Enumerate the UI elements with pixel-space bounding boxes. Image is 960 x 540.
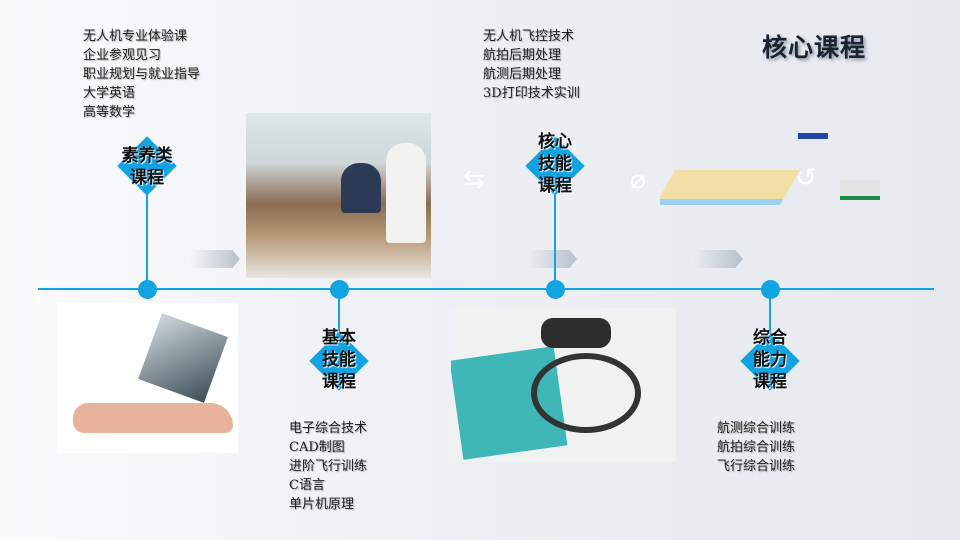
swap-icon: ⇆ <box>463 165 485 195</box>
connector-line <box>554 195 556 288</box>
course-item: 无人机飞控技术 <box>483 29 575 44</box>
course-item: 无人机专业体验课 <box>83 29 188 44</box>
course-item: 单片机原理 <box>289 497 355 512</box>
label-line: 课程 <box>538 176 572 196</box>
label-line: 课程 <box>322 372 356 392</box>
timeline-node <box>138 280 157 299</box>
course-item: 航拍后期处理 <box>483 48 562 63</box>
course-item: 大学英语 <box>83 86 136 101</box>
label-line: 基本 <box>322 328 356 348</box>
course-item: 高等数学 <box>83 105 136 120</box>
course-item: 航测综合训练 <box>717 421 796 436</box>
course-item: 飞行综合训练 <box>717 459 796 474</box>
history-icon: ↺ <box>795 163 817 193</box>
stage3-label: 核心 技能 课程 <box>510 131 600 197</box>
arrow-chevron <box>190 250 240 268</box>
arrow-chevron <box>693 250 743 268</box>
stage4-label: 综合 能力 课程 <box>725 327 815 393</box>
arrow-chevron <box>527 250 577 268</box>
course-item: 企业参观见习 <box>83 48 162 63</box>
label-line: 能力 <box>753 350 787 370</box>
students-workshop-photo <box>246 113 431 278</box>
slide-title: 核心课程 <box>762 33 867 62</box>
connector-line <box>769 290 771 335</box>
label-line: 课程 <box>753 372 787 392</box>
label-line: 素养类 <box>121 146 173 166</box>
timeline-axis <box>38 288 934 290</box>
drone-kit-photo <box>451 308 676 462</box>
stage1-course-list: 无人机专业体验课 企业参观见习 职业规划与就业指导 大学英语 高等数学 <box>83 27 200 122</box>
label-line: 课程 <box>130 168 164 188</box>
label-line: 技能 <box>538 154 572 174</box>
paperclip-icon: ⌀ <box>630 165 646 195</box>
course-item: CAD制图 <box>289 440 345 455</box>
stage2-course-list: 电子综合技术 CAD制图 进阶飞行训练 C语言 单片机原理 <box>289 419 367 514</box>
label-line: 技能 <box>322 350 356 370</box>
timeline-node <box>546 280 565 299</box>
stage1-label: 素养类 课程 <box>102 145 192 189</box>
stage4-course-list: 航测综合训练 航拍综合训练 飞行综合训练 <box>717 419 795 476</box>
course-item: 电子综合技术 <box>289 421 368 436</box>
course-item: 3D打印技术实训 <box>483 86 580 101</box>
label-line: 综合 <box>753 328 787 348</box>
aerial-survey-diagram <box>660 130 885 210</box>
course-item: 进阶飞行训练 <box>289 459 368 474</box>
course-item: 航拍综合训练 <box>717 440 796 455</box>
label-line: 核心 <box>538 132 572 152</box>
connector-line <box>146 190 148 288</box>
course-item: C语言 <box>289 478 325 493</box>
course-item: 航测后期处理 <box>483 67 562 82</box>
connector-line <box>338 290 340 335</box>
course-item: 职业规划与就业指导 <box>83 67 201 82</box>
timeline-node <box>330 280 349 299</box>
rubiks-cube-hand-image <box>58 303 238 453</box>
stage3-course-list: 无人机飞控技术 航拍后期处理 航测后期处理 3D打印技术实训 <box>483 27 580 103</box>
stage2-label: 基本 技能 课程 <box>294 327 384 393</box>
timeline-node <box>761 280 780 299</box>
